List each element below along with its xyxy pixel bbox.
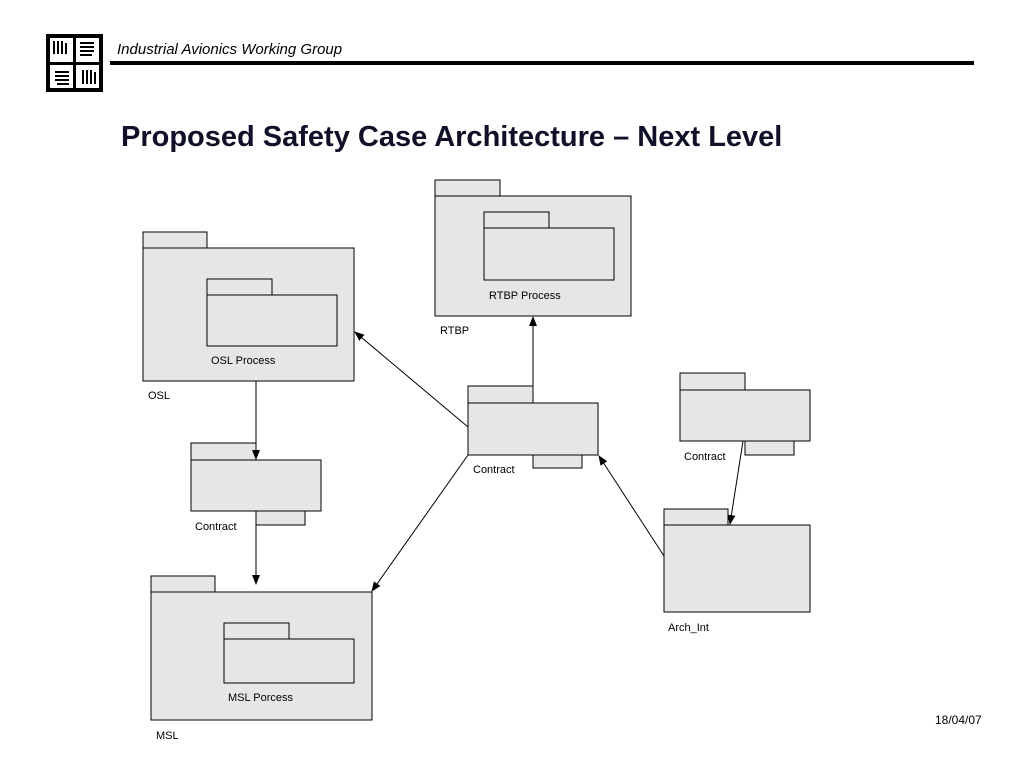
contract-left-label: Contract [195,521,237,533]
header-rule [110,61,974,65]
package-contract-left[interactable]: Contract [190,442,322,533]
package-tab [679,372,746,391]
arrow-contract-to-msl [371,454,469,592]
package-tab [663,508,729,526]
organization-name: Industrial Avionics Working Group [117,41,343,58]
package-osl[interactable]: OSL Process OSL [142,231,355,402]
osl-label: OSL [148,390,170,402]
package-body [467,402,599,456]
package-contract-right[interactable]: Contract [679,372,811,463]
arrow-archint-to-contract [598,455,665,557]
subpackage-msl-process[interactable] [223,622,355,684]
package-body [663,524,811,613]
package-body [679,389,811,442]
package-tab [190,442,257,461]
msl-label: MSL [156,730,179,742]
package-tab [434,179,501,197]
slide-title: Proposed Safety Case Architecture – Next… [121,121,783,153]
package-body [190,459,322,512]
subpackage-osl-process[interactable] [206,278,338,347]
arrow-contract-to-archint [727,440,744,525]
package-tab [142,231,208,249]
package-contract-center[interactable]: Contract [467,385,599,476]
package-footer-tab [532,454,583,469]
package-footer-tab [744,440,795,456]
rtbp-process-label: RTBP Process [489,290,561,302]
arch-int-label: Arch_Int [668,622,709,634]
contract-center-label: Contract [473,464,515,476]
package-rtbp[interactable]: RTBP Process RTBP [434,179,632,337]
package-tab [150,575,216,593]
package-msl[interactable]: MSL Porcess MSL [150,575,373,742]
arrow-contract-to-osl [354,331,469,428]
footer-date: 18/04/07 [935,713,982,727]
msl-process-label: MSL Porcess [228,692,294,704]
rtbp-label: RTBP [440,325,469,337]
osl-process-label: OSL Process [211,355,276,367]
subpackage-rtbp-process[interactable] [483,211,615,281]
package-tab [467,385,534,404]
contract-right-label: Contract [684,451,726,463]
package-arch-int[interactable]: Arch_Int [663,508,811,634]
hands-grid-logo-icon [46,34,103,92]
package-footer-tab [255,510,306,526]
